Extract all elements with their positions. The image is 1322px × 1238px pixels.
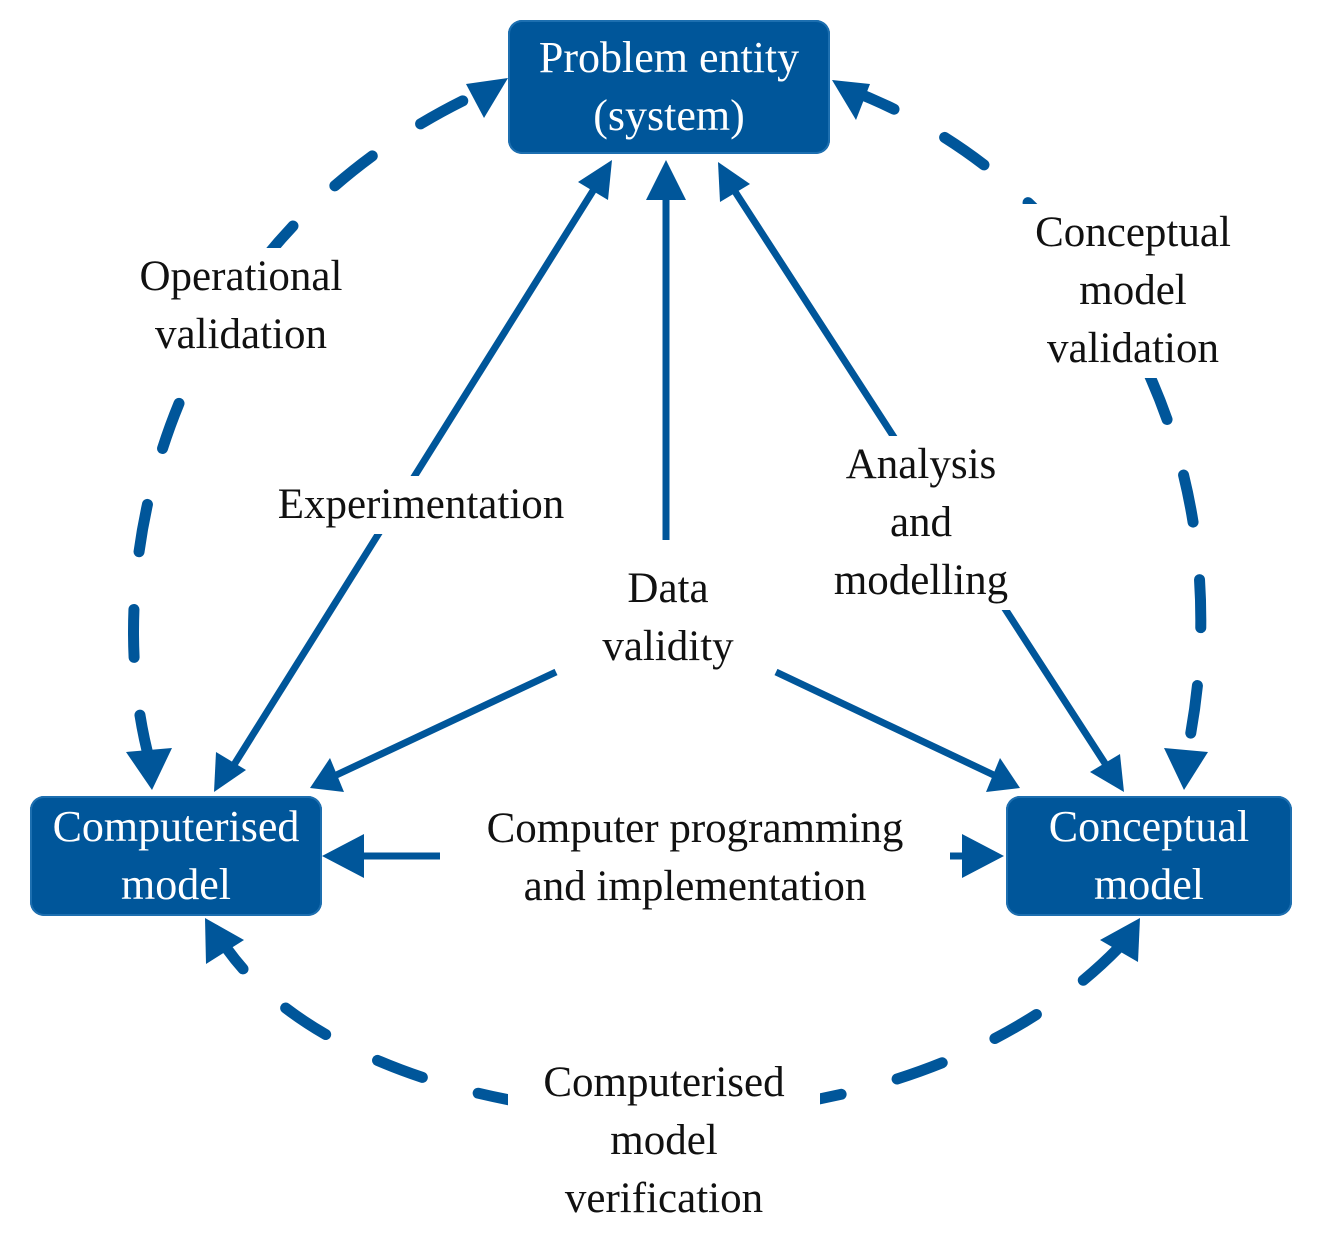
- experimentation-arrowhead-top: [578, 160, 612, 200]
- computerised-model-arrowhead-left: [126, 748, 172, 790]
- conceptual-model-line-2: model: [1094, 860, 1204, 909]
- data-validity-arrowhead-top: [646, 160, 686, 200]
- conceptual-model-validation-line-1: Conceptual: [1035, 209, 1231, 256]
- operational-validation-line-1: Operational: [139, 253, 343, 300]
- analysis-modelling-line-3: modelling: [833, 557, 1009, 604]
- computerised-model-verification-line-2: model: [610, 1117, 718, 1164]
- analysis-modelling-arrowhead-bottom: [1090, 754, 1124, 792]
- operational-validation-line-2: validation: [155, 311, 327, 358]
- data-validity-to-conceptual: [774, 668, 1002, 782]
- computerised-model-verification-label: Computerised model verification: [508, 1054, 820, 1228]
- operational-validation-arrowhead: [466, 78, 508, 118]
- data-validity-line-2: validity: [602, 623, 734, 670]
- analysis-modelling-arrowhead-top: [718, 162, 750, 202]
- problem-entity-line-2: (system): [593, 91, 745, 140]
- analysis-modelling-line-2: and: [889, 499, 953, 546]
- programming-arrowhead-right: [962, 834, 1004, 878]
- experimentation-arrowhead-bottom: [214, 752, 246, 792]
- conceptual-model-validation-label: Conceptual model validation: [1006, 204, 1260, 378]
- data-validity-label: Data validity: [570, 560, 766, 676]
- conceptual-model-line-1: Conceptual: [1048, 802, 1250, 851]
- analysis-modelling-line-1: Analysis: [845, 441, 997, 488]
- computerised-model-verification-line-3: verification: [564, 1175, 764, 1222]
- conceptual-validation-arc: [844, 84, 1207, 768]
- operational-validation-arc: [128, 82, 496, 768]
- operational-validation-label: Operational validation: [110, 248, 372, 364]
- verification-arrowhead-right: [1100, 918, 1140, 962]
- data-validity-arrowhead-conceptual: [986, 758, 1020, 792]
- experimentation-label: Experimentation: [250, 476, 592, 534]
- programming-label: Computer programming and implementation: [440, 800, 950, 916]
- programming-line-2: and implementation: [440, 858, 950, 916]
- programming-arrowhead-left: [322, 834, 364, 878]
- conceptual-validation-arrowhead: [832, 80, 870, 120]
- data-validity-arrowhead-computerised: [310, 758, 344, 792]
- verification-arrowhead-left: [205, 918, 244, 964]
- computerised-model-line-1: Computerised: [52, 802, 300, 851]
- conceptual-model-box: Conceptual model: [1006, 796, 1292, 916]
- problem-entity-box: Problem entity (system): [508, 20, 830, 154]
- programming-line-1: Computer programming: [440, 800, 950, 858]
- conceptual-model-validation-line-3: validation: [1047, 325, 1219, 372]
- computerised-model-verification-line-1: Computerised: [543, 1059, 785, 1106]
- conceptual-model-arrowhead-right: [1164, 748, 1208, 790]
- data-validity-to-computerised: [328, 668, 558, 782]
- experimentation-line-1: Experimentation: [277, 481, 565, 528]
- computerised-model-line-2: model: [121, 860, 231, 909]
- problem-entity-line-1: Problem entity: [538, 33, 800, 82]
- computerised-model-box: Computerised model: [30, 796, 322, 916]
- data-validity-line-1: Data: [627, 565, 709, 612]
- conceptual-model-validation-line-2: model: [1079, 267, 1187, 314]
- analysis-modelling-label: Analysis and modelling: [810, 436, 1032, 610]
